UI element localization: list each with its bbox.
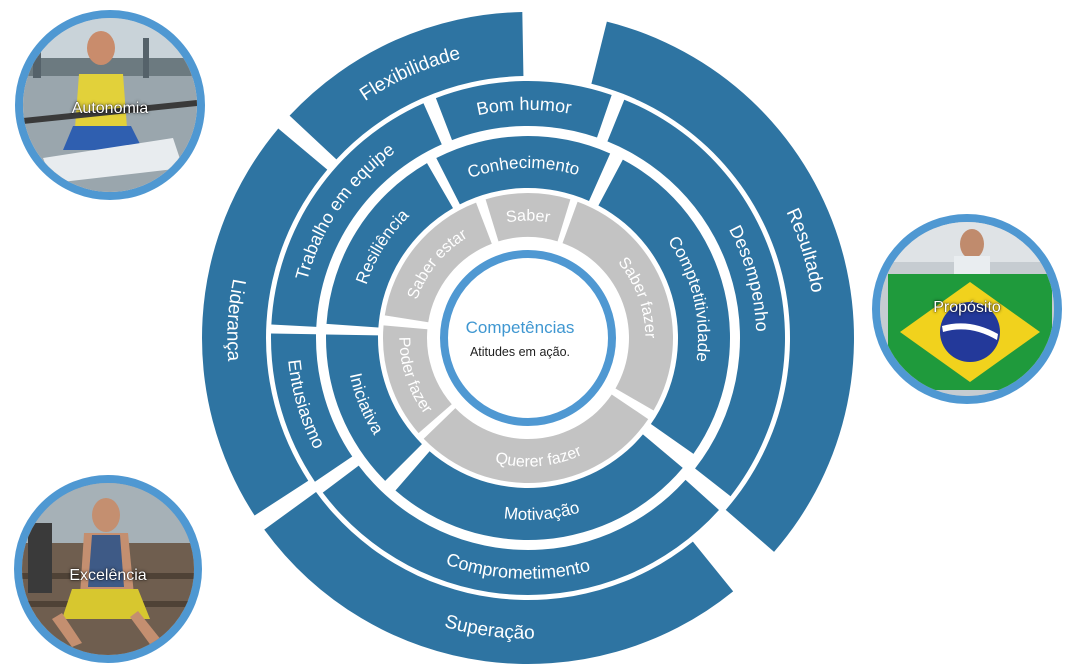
inner-segment-3 [383, 325, 452, 434]
inner-segment-2 [423, 394, 649, 484]
inner-segment-0 [485, 192, 571, 242]
inner-segment-4 [384, 202, 492, 323]
proposito-label: Propósito [933, 299, 1001, 316]
outer2-segment-2 [201, 128, 328, 516]
outer1-segment-4 [271, 103, 442, 327]
middle-segment-2 [395, 434, 683, 540]
center-circle [440, 250, 616, 426]
outer1-segment-3 [270, 333, 353, 482]
athlete-image [22, 483, 194, 655]
outer1-segment-1 [607, 99, 785, 497]
autonomia-label: Autonomia [71, 100, 149, 117]
inner-segment-1 [562, 201, 673, 411]
excelencia-photo: Excelência [14, 475, 202, 663]
rower-image [23, 18, 197, 192]
middle-segment-4 [326, 163, 453, 328]
middle-segment-1 [598, 159, 730, 454]
center-subtitle: Atitudes em ação. [469, 345, 571, 359]
middle-segment-0 [436, 136, 611, 205]
outer2-segment-0 [591, 21, 854, 552]
outer2-segment-1 [264, 491, 734, 665]
excelencia-label: Excelência [69, 567, 147, 584]
middle-segment-3 [326, 334, 422, 481]
autonomia-photo: Autonomia [15, 10, 205, 200]
outer2-segment-3 [289, 12, 524, 160]
flag-holder-image [880, 222, 1054, 396]
outer1-segment-2 [322, 465, 719, 595]
outer1-segment-0 [435, 81, 612, 141]
inner-label-0: Saber [505, 208, 552, 227]
proposito-photo: Propósito [872, 214, 1062, 404]
center-title: Competências [465, 318, 575, 337]
